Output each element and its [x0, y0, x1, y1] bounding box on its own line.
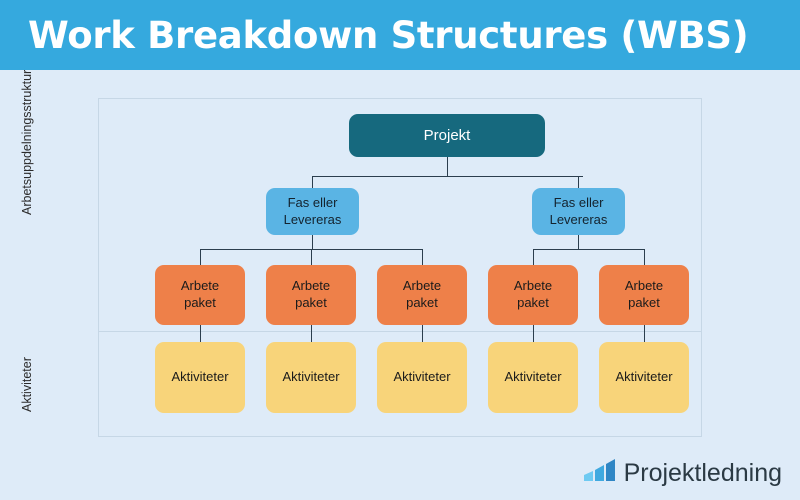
- node-work-package-4-line1: Arbete: [513, 278, 553, 294]
- node-work-package-3-line1: Arbete: [402, 278, 442, 294]
- connector-project-down: [447, 157, 448, 176]
- node-work-package-3-line2: paket: [406, 295, 438, 310]
- connector-phase-right-drop: [578, 176, 579, 188]
- node-work-package-4-line2: paket: [517, 295, 549, 310]
- connector-phase-bus: [312, 176, 583, 177]
- node-activity-1-label: Aktiviteter: [171, 369, 229, 385]
- connector-phase-left-drop: [312, 176, 313, 188]
- connector-work-activity-3: [422, 325, 423, 342]
- node-work-package-1-line2: paket: [184, 295, 216, 310]
- connector-work-drop-2: [311, 249, 312, 265]
- panel-section-divider: [99, 331, 701, 332]
- node-activity-5[interactable]: Aktiviteter: [599, 342, 689, 413]
- connector-phase-right-down: [578, 235, 579, 249]
- node-activity-3-label: Aktiviteter: [393, 369, 451, 385]
- node-work-package-2-line2: paket: [295, 295, 327, 310]
- header-banner: Work Breakdown Structures (WBS): [0, 0, 800, 70]
- connector-work-bus-right: [533, 249, 644, 250]
- node-activity-2-label: Aktiviteter: [282, 369, 340, 385]
- node-phase-1[interactable]: Fas eller Levereras: [266, 188, 359, 235]
- node-phase-2-line2: Levereras: [549, 211, 608, 227]
- wbs-diagram-panel: [98, 98, 702, 437]
- node-activity-3[interactable]: Aktiviteter: [377, 342, 467, 413]
- node-work-package-5[interactable]: Arbete paket: [599, 265, 689, 325]
- connector-work-activity-1: [200, 325, 201, 342]
- node-work-package-1-line1: Arbete: [180, 278, 220, 294]
- connector-work-drop-1: [200, 249, 201, 265]
- node-work-package-5-line1: Arbete: [624, 278, 664, 294]
- connector-phase-left-down: [312, 235, 313, 249]
- node-phase-1-line2: Levereras: [283, 211, 342, 227]
- node-work-package-5-line2: paket: [628, 295, 660, 310]
- connector-work-activity-5: [644, 325, 645, 342]
- bar-chart-logo-icon: [583, 459, 615, 481]
- node-project[interactable]: Projekt: [349, 114, 545, 157]
- node-activity-4[interactable]: Aktiviteter: [488, 342, 578, 413]
- node-work-package-3[interactable]: Arbete paket: [377, 265, 467, 325]
- node-activity-5-label: Aktiviteter: [615, 369, 673, 385]
- side-label-activities: Aktiviteter: [20, 357, 34, 412]
- node-phase-1-line1: Fas eller: [287, 194, 338, 210]
- node-activity-2[interactable]: Aktiviteter: [266, 342, 356, 413]
- node-work-package-2[interactable]: Arbete paket: [266, 265, 356, 325]
- side-label-work-breakdown-structure: Arbetsuppdelningsstruktur: [20, 69, 34, 215]
- connector-work-activity-2: [311, 325, 312, 342]
- node-work-package-1[interactable]: Arbete paket: [155, 265, 245, 325]
- brand-logo: Projektledning: [583, 459, 782, 487]
- connector-work-drop-5: [644, 249, 645, 265]
- brand-name: Projektledning: [623, 459, 782, 487]
- node-project-label: Projekt: [423, 126, 471, 144]
- page-title: Work Breakdown Structures (WBS): [28, 13, 749, 57]
- node-work-package-2-line1: Arbete: [291, 278, 331, 294]
- node-activity-4-label: Aktiviteter: [504, 369, 562, 385]
- node-phase-2-line1: Fas eller: [553, 194, 604, 210]
- connector-work-drop-4: [533, 249, 534, 265]
- connector-work-drop-3: [422, 249, 423, 265]
- connector-work-activity-4: [533, 325, 534, 342]
- node-work-package-4[interactable]: Arbete paket: [488, 265, 578, 325]
- node-activity-1[interactable]: Aktiviteter: [155, 342, 245, 413]
- node-phase-2[interactable]: Fas eller Levereras: [532, 188, 625, 235]
